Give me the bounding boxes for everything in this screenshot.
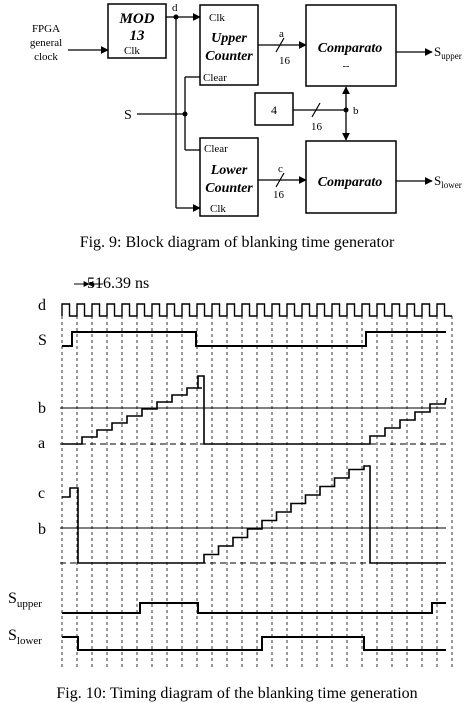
timing-label-b1: b bbox=[38, 400, 46, 417]
clock-edge-grid bbox=[61, 316, 453, 668]
mod13-label-line2: 13 bbox=[130, 28, 146, 44]
upper-counter-clear-label: Clear bbox=[203, 72, 227, 84]
lower-comparator-block bbox=[305, 140, 397, 214]
clock-d-waveform bbox=[61, 303, 452, 317]
timing-diagram: 516.39 ns d S b a c b Supper Slower bbox=[8, 275, 453, 668]
constant-4-block bbox=[254, 92, 294, 126]
mod13-clk-label: Clk bbox=[124, 45, 140, 57]
lower-counter-clear-label: Clear bbox=[204, 143, 228, 155]
upper-comparator-label: Comparato bbox=[318, 41, 383, 56]
fig9-caption: Fig. 9: Block diagram of blanking time g… bbox=[80, 234, 395, 251]
timing-label-b2: b bbox=[38, 521, 46, 538]
c-bus-width: 16 bbox=[273, 189, 285, 201]
s-lower-waveform bbox=[62, 636, 446, 651]
b-bus-slash bbox=[311, 102, 321, 118]
upper-comparator-sub: -- bbox=[343, 61, 350, 72]
fig10-caption: Fig. 10: Timing diagram of the blanking … bbox=[56, 685, 417, 702]
upper-counter-clk-label: Clk bbox=[209, 12, 225, 24]
upper-counter-label-line1: Upper bbox=[211, 31, 247, 46]
b-bus-width: 16 bbox=[311, 121, 323, 133]
upper-comparator-block bbox=[305, 4, 397, 87]
b-signal-label: b bbox=[353, 105, 359, 117]
s-upper-waveform bbox=[62, 602, 446, 614]
s-lower-output-label: Slower bbox=[434, 173, 462, 190]
a-bus-slash bbox=[275, 37, 285, 53]
lower-counter-block bbox=[199, 137, 259, 217]
a-bus-width: 16 bbox=[279, 55, 291, 67]
waveforms bbox=[61, 303, 452, 651]
timing-label-s-upper: Supper bbox=[8, 590, 42, 610]
mod13-label-line1: MOD bbox=[118, 11, 154, 27]
timing-label-s-lower: Slower bbox=[8, 627, 42, 647]
clock-source-line2: general bbox=[30, 37, 62, 49]
upper-counter-label-line2: Counter bbox=[205, 49, 253, 64]
counter-c-waveform bbox=[62, 465, 446, 564]
lower-counter-label-line1: Lower bbox=[210, 163, 248, 178]
a-signal-label: a bbox=[279, 28, 284, 40]
mod13-block bbox=[107, 3, 167, 59]
constant-4-label: 4 bbox=[271, 103, 277, 117]
c-bus-slash bbox=[275, 172, 285, 188]
lower-counter-label-line2: Counter bbox=[205, 181, 253, 196]
timing-label-s: S bbox=[38, 332, 47, 349]
clock-source-line1: FPGA bbox=[32, 23, 60, 35]
lower-comparator-label: Comparato bbox=[318, 175, 383, 190]
timing-label-d: d bbox=[38, 297, 46, 314]
block-diagram: FPGA general clock MOD 13 Clk d Clk Uppe… bbox=[30, 2, 462, 217]
timing-label-c: c bbox=[38, 485, 45, 502]
c-signal-label: c bbox=[278, 163, 283, 175]
s-waveform bbox=[62, 331, 446, 347]
s-input-label: S bbox=[124, 108, 132, 123]
clock-source-line3: clock bbox=[34, 51, 58, 63]
lower-counter-clk-label: Clk bbox=[210, 203, 226, 215]
d-signal-label: d bbox=[172, 2, 178, 14]
counter-a-waveform bbox=[62, 375, 447, 445]
period-label: 516.39 ns bbox=[87, 275, 149, 292]
timing-label-a: a bbox=[38, 435, 45, 452]
s-upper-output-label: Supper bbox=[434, 44, 462, 61]
